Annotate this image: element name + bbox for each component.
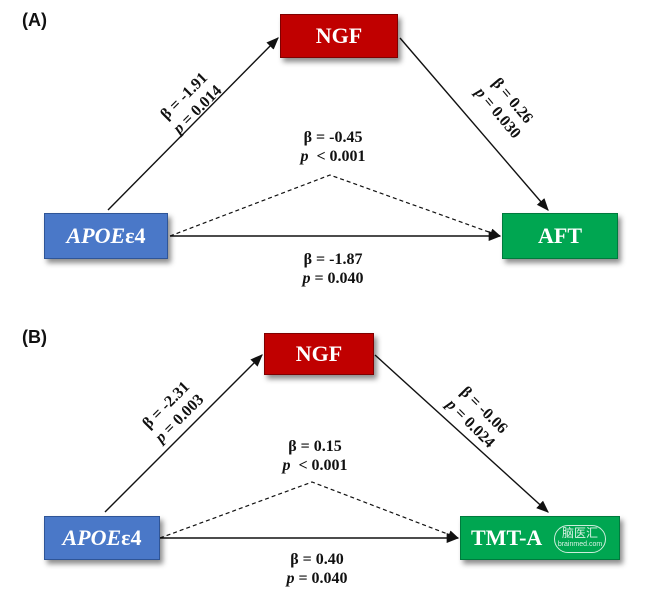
path-b-arrow-A bbox=[399, 37, 549, 211]
outcome-label-b: TMT-A bbox=[471, 525, 543, 550]
watermark-glyph: 脑医汇 bbox=[561, 526, 598, 540]
mediator-box-b: NGF bbox=[264, 333, 374, 375]
indirect-stats-a: β = -0.45 p < 0.001 bbox=[268, 128, 398, 166]
path-a-arrow-A bbox=[107, 37, 279, 211]
direct-p-symbol-a: p bbox=[302, 270, 311, 287]
predictor-allele-a: ε4 bbox=[125, 223, 146, 248]
direct-p-value-a: = 0.040 bbox=[310, 270, 364, 287]
direct-p-symbol-b: p bbox=[286, 570, 295, 587]
predictor-box-b: APOE ε4 bbox=[44, 516, 160, 560]
outcome-box-b: TMT-A 脑医汇 brainmed.com bbox=[460, 516, 620, 560]
direct-stats-a: β = -1.87 p = 0.040 bbox=[268, 250, 398, 288]
mediator-label-a: NGF bbox=[315, 23, 363, 48]
indirect-beta-a: β = -0.45 bbox=[303, 129, 363, 146]
indirect-p-symbol-b: p bbox=[282, 457, 291, 474]
indirect-dashed-A bbox=[169, 174, 502, 237]
path-b-arrow-B bbox=[374, 354, 549, 513]
mediator-label-b: NGF bbox=[295, 341, 343, 366]
watermark-domain: brainmed.com bbox=[557, 541, 603, 548]
predictor-italic-a: APOE bbox=[66, 223, 126, 248]
direct-stats-b: β = 0.40 p = 0.040 bbox=[252, 550, 382, 588]
indirect-dashed-B bbox=[159, 481, 460, 539]
watermark-logo: 脑医汇 brainmed.com bbox=[554, 525, 606, 553]
path-a-arrow-B bbox=[104, 354, 263, 513]
outcome-box-a: AFT bbox=[502, 213, 618, 259]
predictor-allele-b: ε4 bbox=[121, 525, 142, 550]
predictor-box-a: APOE ε4 bbox=[44, 213, 168, 259]
mediator-box-a: NGF bbox=[280, 14, 398, 58]
indirect-beta-b: β = 0.15 bbox=[288, 438, 342, 455]
indirect-p-symbol-a: p bbox=[300, 148, 309, 165]
indirect-stats-b: β = 0.15 p < 0.001 bbox=[250, 437, 380, 475]
panel-a-label: (A) bbox=[22, 10, 47, 30]
predictor-italic-b: APOE bbox=[62, 525, 122, 550]
direct-beta-a: β = -1.87 bbox=[303, 251, 363, 268]
panel-b-label: (B) bbox=[22, 327, 47, 347]
indirect-p-value-a: < 0.001 bbox=[308, 148, 366, 165]
direct-beta-b: β = 0.40 bbox=[290, 551, 344, 568]
indirect-p-value-b: < 0.001 bbox=[290, 457, 348, 474]
direct-p-value-b: = 0.040 bbox=[294, 570, 348, 587]
outcome-label-a: AFT bbox=[538, 223, 582, 248]
